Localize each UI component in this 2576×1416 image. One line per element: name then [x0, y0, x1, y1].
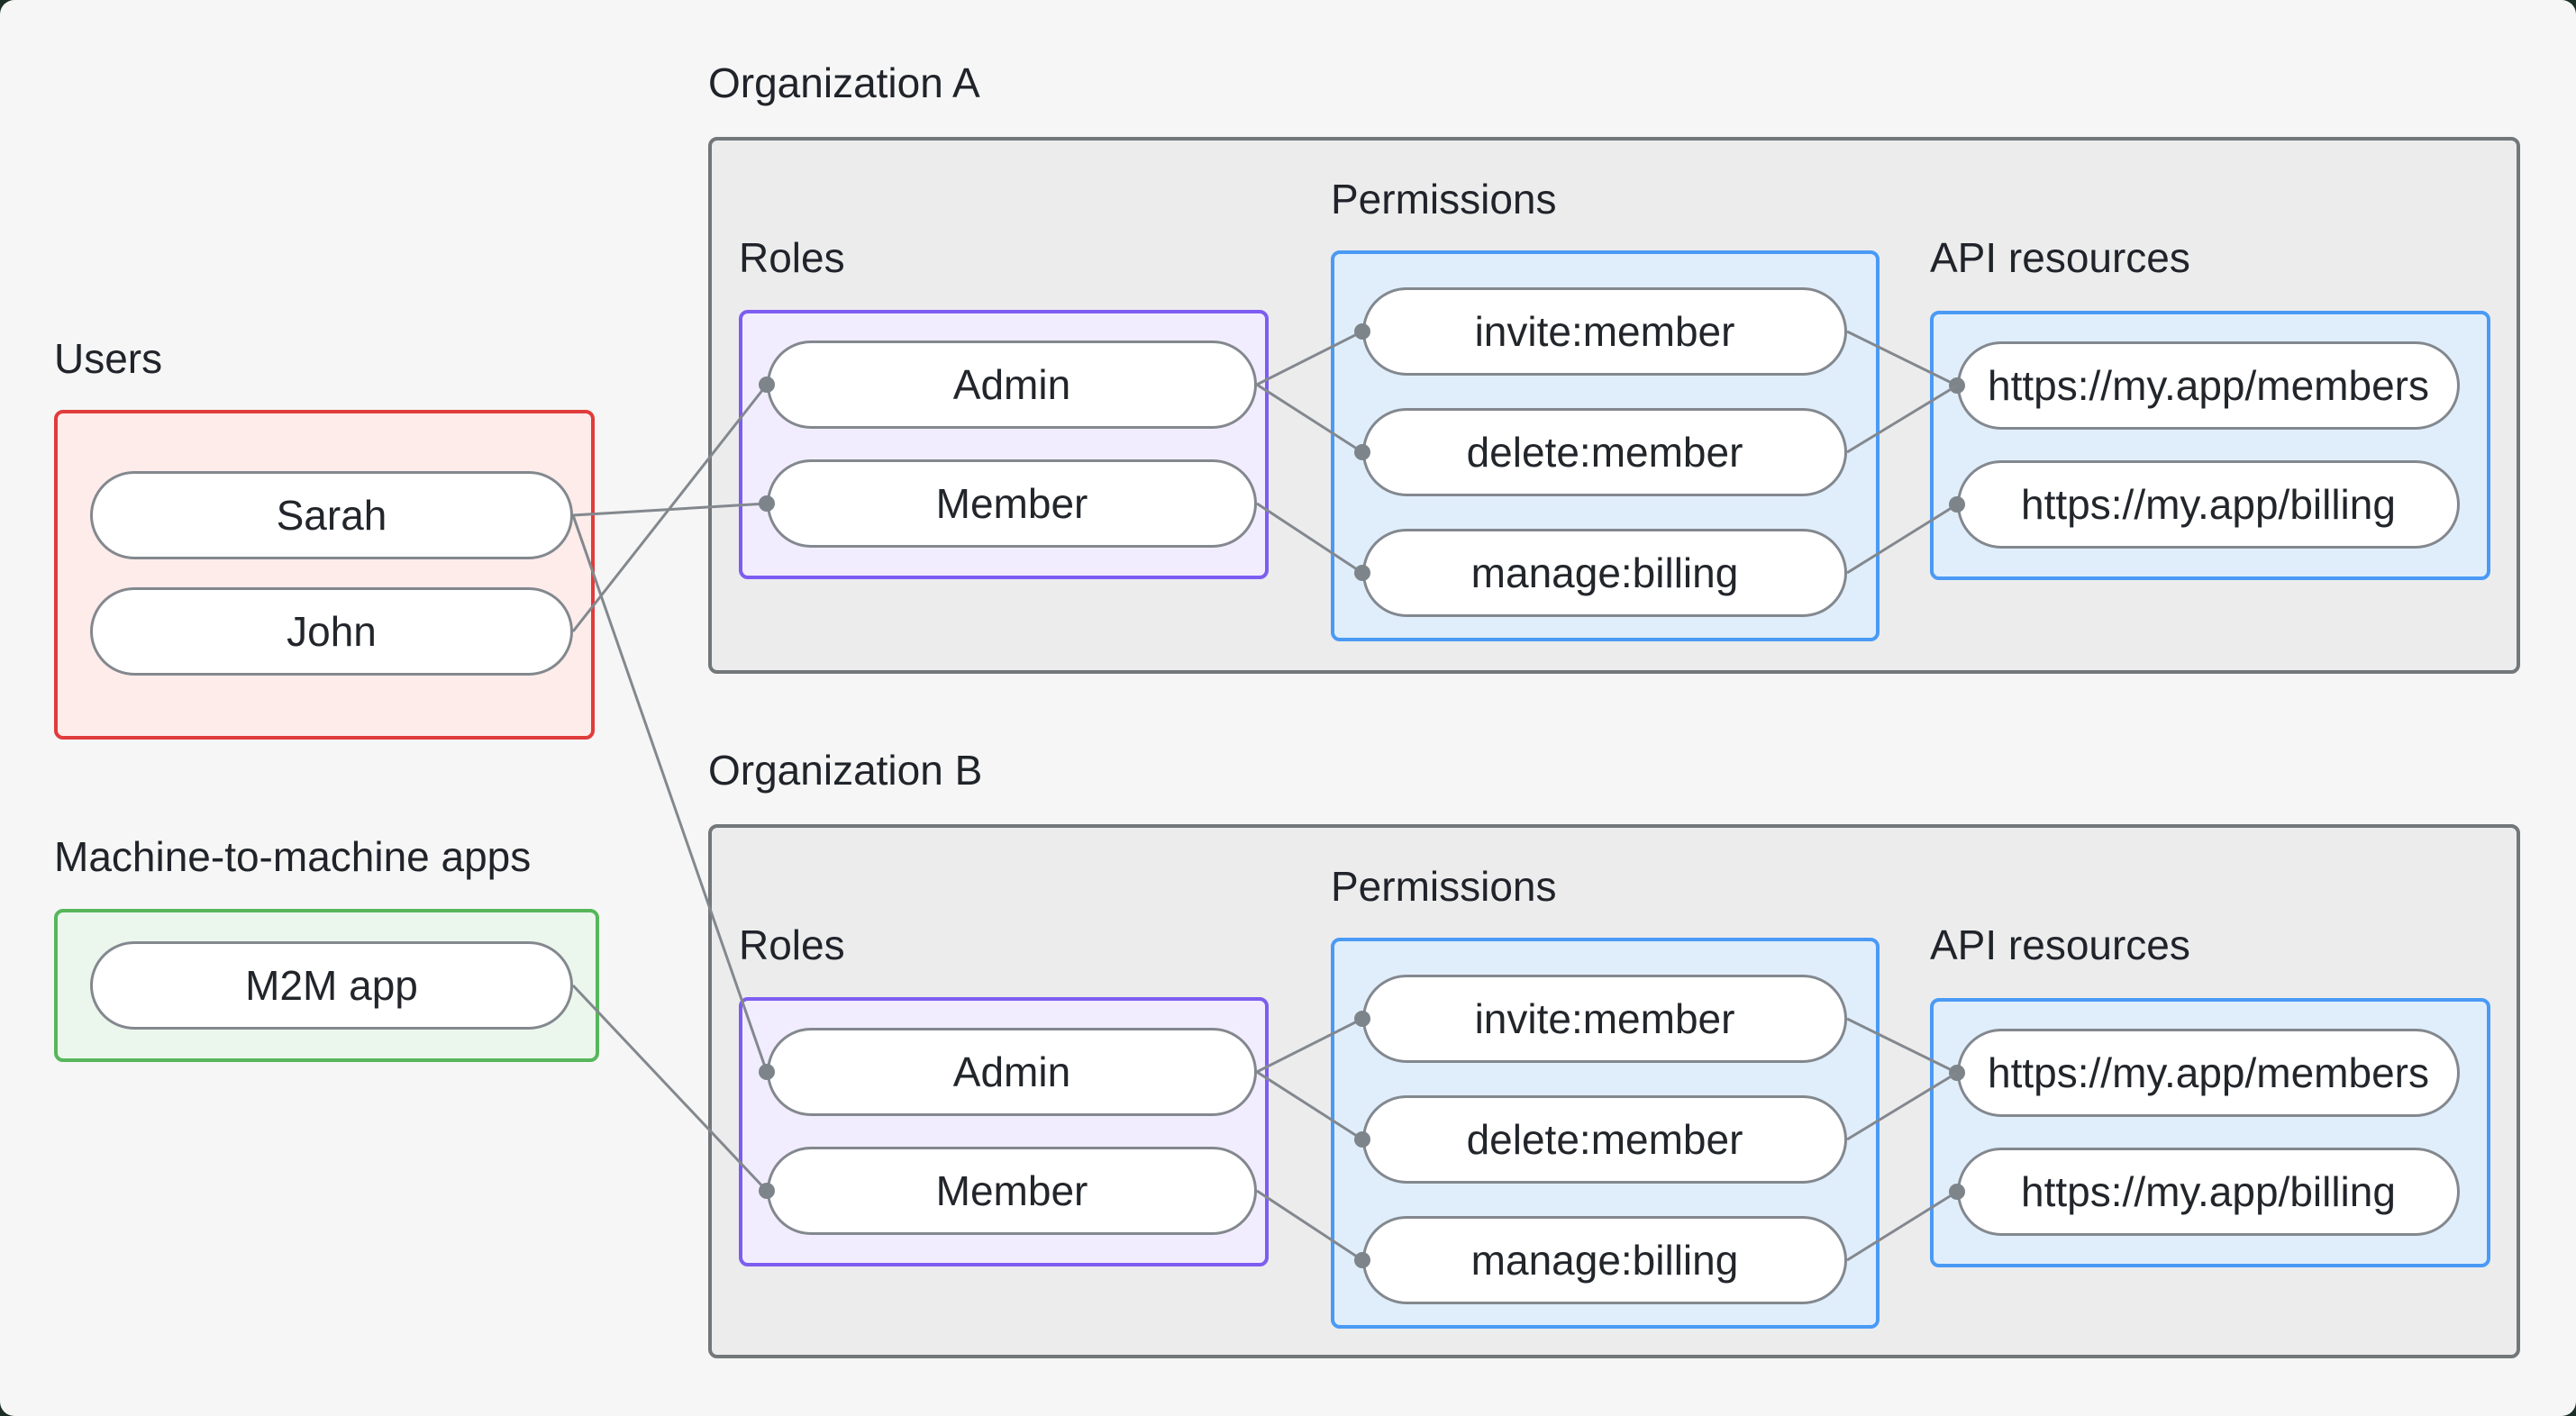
user-node-john: John — [90, 587, 573, 676]
org-b-api-label: API resources — [1930, 921, 2190, 968]
user-node-sarah: Sarah — [90, 471, 573, 559]
org-a-title: Organization A — [708, 59, 980, 106]
org-b-title: Organization B — [708, 747, 983, 794]
org-b-permission-manage-billing: manage:billing — [1362, 1216, 1847, 1304]
org-a-api-billing: https://my.app/billing — [1957, 460, 2460, 549]
org-a-permission-invite-member: invite:member — [1362, 287, 1847, 376]
org-a-permission-manage-billing: manage:billing — [1362, 529, 1847, 617]
org-a-roles-label: Roles — [739, 234, 845, 281]
m2m-app-node: M2M app — [90, 941, 573, 1030]
org-a-api-label: API resources — [1930, 234, 2190, 281]
org-a-role-admin: Admin — [767, 340, 1257, 429]
org-b-api-billing: https://my.app/billing — [1957, 1148, 2460, 1236]
org-a-permission-delete-member: delete:member — [1362, 408, 1847, 496]
org-b-permissions-label: Permissions — [1331, 863, 1557, 910]
org-b-api-members: https://my.app/members — [1957, 1029, 2460, 1117]
users-group-box — [54, 410, 595, 740]
org-a-api-members: https://my.app/members — [1957, 341, 2460, 430]
org-b-permission-invite-member: invite:member — [1362, 975, 1847, 1063]
org-b-permission-delete-member: delete:member — [1362, 1095, 1847, 1184]
org-b-roles-label: Roles — [739, 921, 845, 968]
org-a-role-member: Member — [767, 459, 1257, 548]
users-group-label: Users — [54, 335, 163, 382]
m2m-group-label: Machine-to-machine apps — [54, 833, 532, 880]
org-b-role-member: Member — [767, 1147, 1257, 1235]
org-b-role-admin: Admin — [767, 1028, 1257, 1116]
org-a-permissions-label: Permissions — [1331, 176, 1557, 222]
